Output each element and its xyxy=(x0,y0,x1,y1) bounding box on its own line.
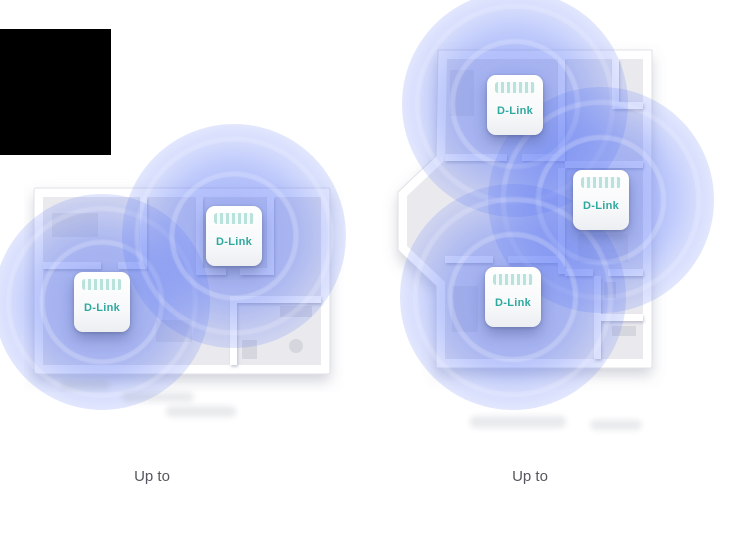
mesh-device: D-Link xyxy=(206,206,262,266)
mesh-device: D-Link xyxy=(485,267,541,327)
device-vent-icon xyxy=(214,213,254,224)
blurred-label xyxy=(166,406,236,417)
mesh-device: D-Link xyxy=(487,75,543,135)
device-vent-icon xyxy=(495,82,535,93)
blurred-label xyxy=(60,380,110,390)
device-logo: D-Link xyxy=(582,200,620,212)
mesh-device: D-Link xyxy=(573,170,629,230)
device-logo: D-Link xyxy=(496,105,534,117)
device-logo: D-Link xyxy=(215,236,253,248)
blurred-label xyxy=(590,420,642,430)
left-coverage-caption: Up to xyxy=(94,468,210,485)
masked-region xyxy=(0,29,111,155)
device-vent-icon xyxy=(493,274,533,285)
device-logo: D-Link xyxy=(83,302,121,314)
device-vent-icon xyxy=(82,279,122,290)
up-to-label: Up to xyxy=(134,468,170,485)
blurred-label xyxy=(122,392,194,402)
mesh-device: D-Link xyxy=(74,272,130,332)
right-coverage-caption: Up to xyxy=(472,468,588,485)
blurred-label xyxy=(470,416,566,428)
device-logo: D-Link xyxy=(494,297,532,309)
up-to-label: Up to xyxy=(512,468,548,485)
device-vent-icon xyxy=(581,177,621,188)
